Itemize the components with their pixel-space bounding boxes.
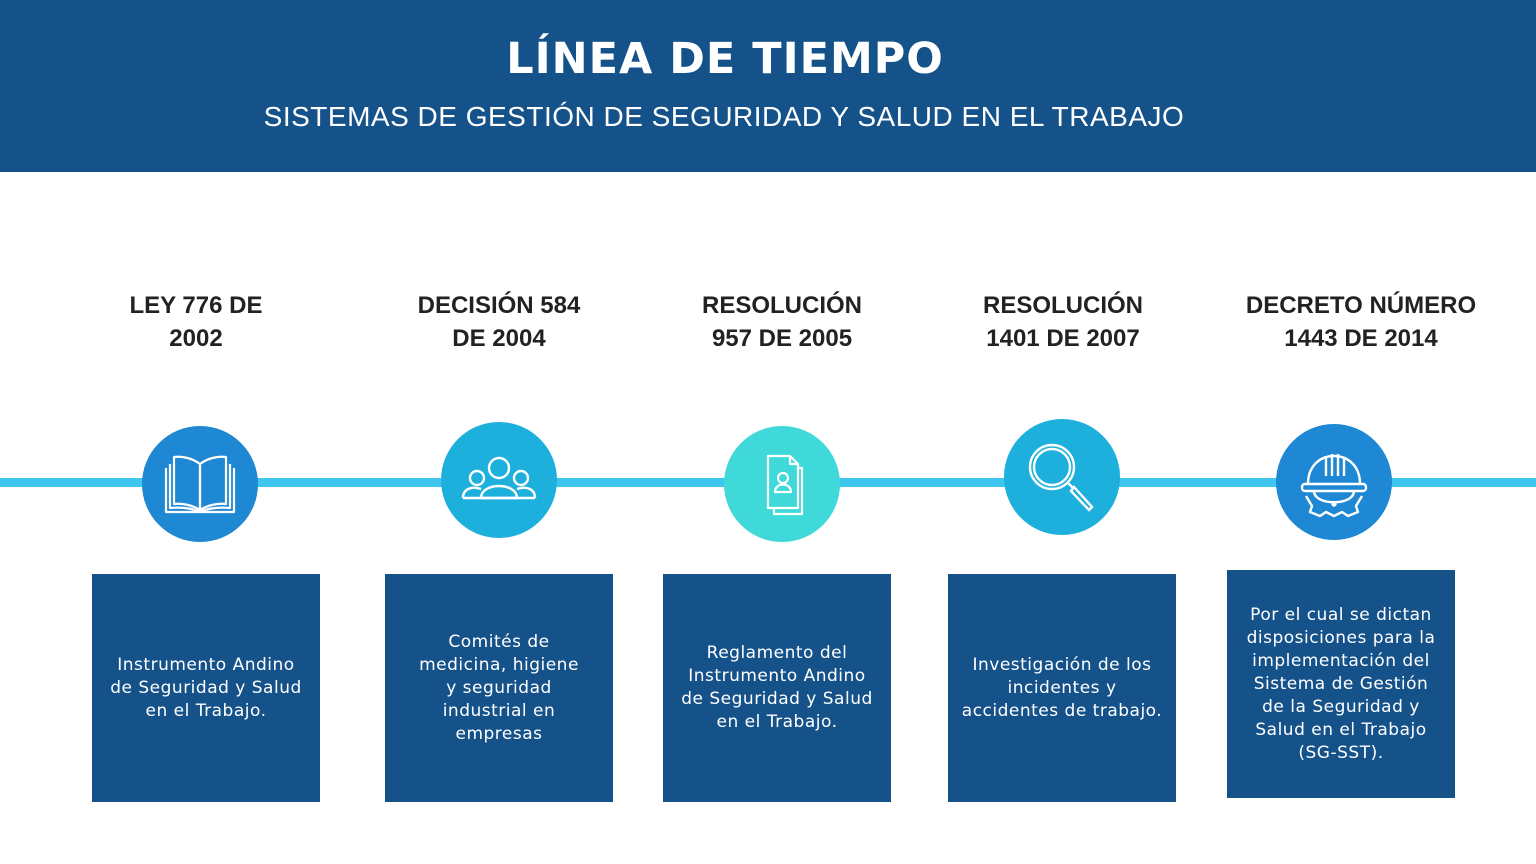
magnifying-glass-icon <box>1028 443 1094 512</box>
event-marker <box>441 422 557 538</box>
event-description: Reglamento del Instrumento Andino de Seg… <box>681 643 873 732</box>
page-subtitle: SISTEMAS DE GESTIÓN DE SEGURIDAD Y SALUD… <box>263 101 1185 132</box>
event-description-box: Comités de medicina, higiene y seguridad… <box>385 574 613 802</box>
event-marker <box>724 426 840 542</box>
group-people-icon <box>461 456 537 500</box>
event-description-box: Instrumento Andino de Seguridad y Salud … <box>92 574 320 802</box>
page-title: LÍNEA DE TIEMPO <box>506 34 944 84</box>
open-book-icon <box>164 455 236 514</box>
document-user-icon <box>766 454 804 516</box>
header-banner: LÍNEA DE TIEMPO SISTEMAS DE GESTIÓN DE S… <box>0 0 1536 172</box>
event-description-box: Reglamento del Instrumento Andino de Seg… <box>663 574 891 802</box>
event-marker <box>142 426 258 542</box>
event-marker <box>1004 419 1120 535</box>
event-marker <box>1276 424 1392 540</box>
event-heading: RESOLUCIÓN 1401 DE 2007 <box>982 292 1143 352</box>
event-description: Comités de medicina, higiene y seguridad… <box>419 631 579 744</box>
event-description-box: Por el cual se dictan disposiciones para… <box>1227 570 1455 798</box>
event-description: Por el cual se dictan disposiciones para… <box>1246 604 1436 763</box>
event-heading: LEY 776 DE 2002 <box>129 292 263 352</box>
event-description: Investigación de los incidentes y accide… <box>961 654 1163 721</box>
event-description-box: Investigación de los incidentes y accide… <box>948 574 1176 802</box>
event-heading: DECISIÓN 584 DE 2004 <box>417 292 581 352</box>
event-heading: DECRETO NÚMERO 1443 DE 2014 <box>1245 292 1477 352</box>
event-description: Instrumento Andino de Seguridad y Salud … <box>110 654 302 721</box>
hard-hat-gear-icon <box>1300 454 1368 518</box>
event-heading: RESOLUCIÓN 957 DE 2005 <box>701 292 862 352</box>
